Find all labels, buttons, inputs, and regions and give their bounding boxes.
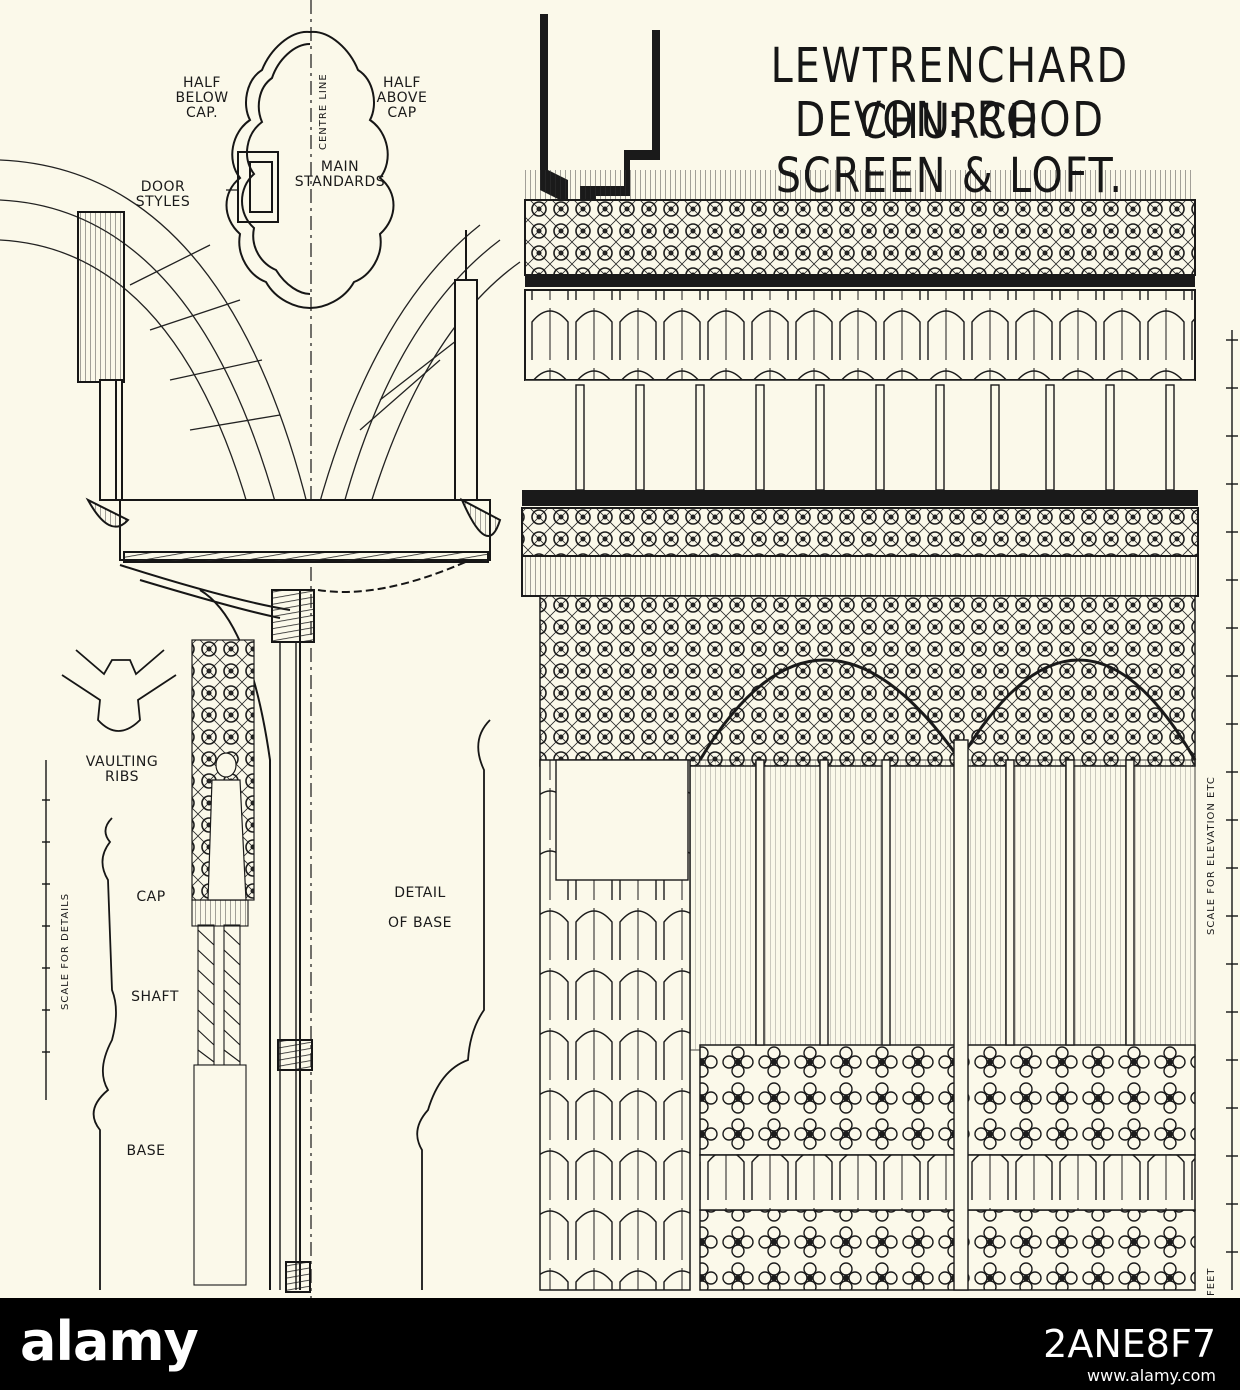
loft-shaft bbox=[935, 384, 945, 491]
title-line-1: LEWTRENCHARD CHURCH bbox=[770, 38, 1129, 150]
label-scale-elevation: SCALE FOR ELEVATION ETC bbox=[1206, 776, 1217, 935]
loft-shaft bbox=[1165, 384, 1175, 491]
screen-mullion bbox=[755, 759, 765, 1046]
scale-details bbox=[42, 760, 50, 1100]
architectural-drawing bbox=[0, 0, 1238, 1298]
detail-of-base-profile bbox=[416, 719, 491, 1290]
loft-shaft bbox=[990, 384, 1000, 491]
screen-mullions bbox=[555, 384, 1175, 1291]
cap-shaft-base-profile bbox=[92, 817, 117, 1290]
label-half-above-cap: HALF ABOVE CAP bbox=[376, 75, 428, 121]
drawing-sheet: LEWTRENCHARD CHURCH DEVON: ROOD SCREEN &… bbox=[0, 0, 1240, 1298]
stock-footer: alamy 2ANE8F7 www.alamy.com bbox=[0, 1298, 1240, 1390]
loft-shaft bbox=[1045, 384, 1055, 491]
label-vaulting-ribs: VAULTING RIBS bbox=[85, 754, 159, 785]
label-door-styles: DOOR STYLES bbox=[135, 179, 191, 210]
label-half-below-cap: HALF BELOW CAP. bbox=[175, 75, 229, 121]
loft-shaft bbox=[815, 384, 825, 491]
pier-plan bbox=[225, 30, 395, 310]
label-main-standards: MAIN STANDARDS bbox=[294, 159, 386, 190]
loft-shaft bbox=[575, 384, 585, 491]
loft-shaft bbox=[755, 384, 765, 491]
vaulting-rib-profile bbox=[61, 649, 177, 732]
loft-section bbox=[77, 211, 502, 1293]
label-scale-details: SCALE FOR DETAILS bbox=[60, 892, 71, 1010]
label-centre-line: CENTRE LINE bbox=[318, 73, 329, 150]
loft-shaft bbox=[875, 384, 885, 491]
label-cap: CAP bbox=[136, 889, 166, 905]
screen-mullion bbox=[1065, 759, 1075, 1046]
screen-mullion bbox=[881, 759, 891, 1046]
twisted-column bbox=[953, 739, 969, 1291]
screen-vaulting bbox=[539, 595, 1197, 1291]
label-detail-of-base: DETAIL OF BASE bbox=[388, 885, 452, 931]
screen-mullion bbox=[1005, 759, 1015, 1046]
screen-mullion bbox=[1125, 759, 1135, 1046]
label-base: BASE bbox=[126, 1143, 166, 1159]
title-line-2: DEVON: ROOD SCREEN & LOFT. bbox=[775, 92, 1124, 204]
loft-shaft bbox=[695, 384, 705, 491]
statue-niche bbox=[555, 759, 689, 881]
loft-shaft bbox=[1105, 384, 1115, 491]
label-feet: FEET bbox=[1206, 1267, 1217, 1297]
middle-band bbox=[521, 490, 1199, 597]
statue-niche bbox=[191, 639, 255, 901]
label-shaft: SHAFT bbox=[131, 989, 179, 1005]
footer-url: www.alamy.com bbox=[1087, 1366, 1216, 1385]
footer-image-id: 2ANE8F7 bbox=[1043, 1322, 1216, 1366]
loft-shaft bbox=[635, 384, 645, 491]
screen-mullion bbox=[819, 759, 829, 1046]
scale-elevation bbox=[1226, 330, 1238, 1290]
footer-brand-logo: alamy bbox=[20, 1310, 199, 1373]
twisted-shafts bbox=[191, 899, 249, 1286]
loft-parapet bbox=[524, 14, 1196, 381]
loft-shafts bbox=[525, 379, 1195, 490]
